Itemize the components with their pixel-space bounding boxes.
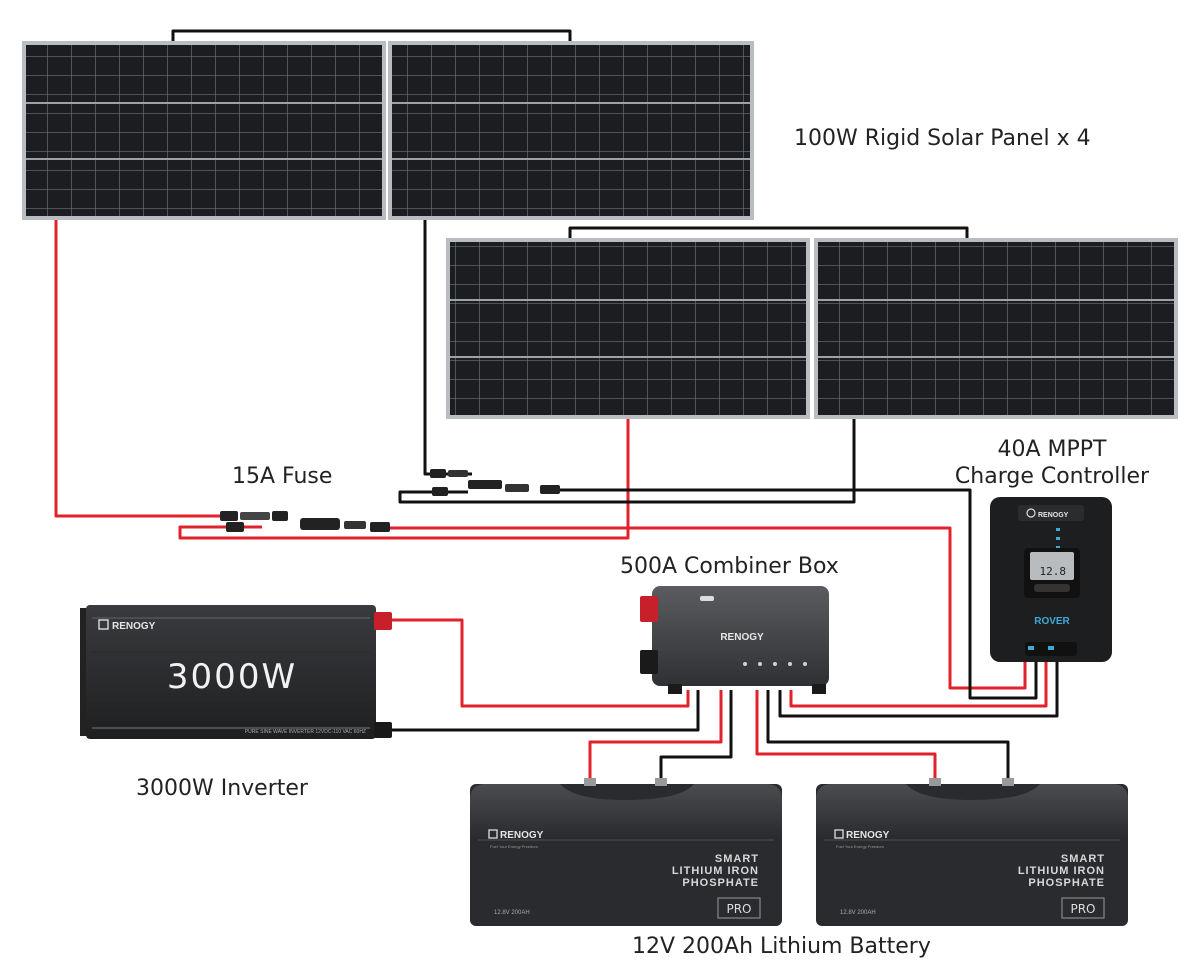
controller-model: ROVER — [1034, 616, 1070, 627]
battery1-spec: 12.8V 200AH — [494, 910, 530, 916]
solar-panel-4 — [814, 238, 1178, 419]
combiner-box-label: 500A Combiner Box — [620, 554, 839, 579]
controller-brand: RENOGY — [1038, 512, 1069, 519]
inverter-negative-wire — [390, 690, 700, 732]
pv-positive-to-controller — [390, 526, 1027, 690]
battery-1 — [470, 778, 782, 926]
battery2-badge: PRO — [1070, 902, 1095, 916]
panel-series-link-bottom — [568, 226, 969, 238]
battery1-brand: RENOGY — [500, 830, 544, 841]
charge-controller-label-line1: 40A MPPT — [997, 437, 1107, 462]
battery2-positive-wire — [755, 690, 937, 782]
pv-negative-to-controller — [560, 488, 1038, 700]
battery2-line2: LITHIUM IRON — [1018, 865, 1105, 877]
inverter-brand: RENOGY — [112, 621, 156, 632]
inverter-rating: 3000W — [167, 657, 297, 697]
battery2-tagline: Fuel Your Energy Freedom — [836, 844, 884, 849]
battery1-badge: PRO — [726, 902, 751, 916]
inverter — [80, 605, 392, 739]
mc4-connectors-negative — [430, 469, 560, 496]
solar-panel-3 — [446, 238, 810, 419]
controller-negative-to-combiner — [778, 656, 1059, 718]
combiner-brand: RENOGY — [720, 632, 764, 643]
battery1-line2: LITHIUM IRON — [672, 865, 759, 877]
fuse-label: 15A Fuse — [232, 464, 333, 489]
battery1-positive-wire — [588, 690, 723, 782]
battery2-spec: 12.8V 200AH — [840, 910, 876, 916]
array2-negative-wire — [398, 419, 856, 504]
battery1-tagline: Fuel Your Energy Freedom — [490, 844, 538, 849]
battery1-negative-wire — [659, 690, 733, 782]
inverter-positive-wire — [390, 618, 690, 708]
battery2-brand: RENOGY — [846, 830, 890, 841]
array1-positive-wire — [54, 220, 232, 518]
fuse-assembly — [220, 511, 390, 532]
battery-2 — [816, 778, 1128, 926]
panel-series-link-top — [171, 29, 572, 41]
controller-positive-to-combiner — [789, 656, 1048, 708]
solar-panel-2 — [388, 41, 754, 220]
charge-controller-label: 40A MPPT Charge Controller — [934, 436, 1170, 490]
battery2-line1: SMART — [1061, 853, 1105, 865]
wiring — [54, 29, 1059, 782]
battery-label: 12V 200Ah Lithium Battery — [632, 934, 931, 959]
charge-controller — [990, 497, 1112, 662]
solar-panel-1 — [22, 41, 386, 220]
battery2-line3: PHOSPHATE — [1028, 877, 1105, 889]
battery1-line3: PHOSPHATE — [682, 877, 759, 889]
battery1-line1: SMART — [715, 853, 759, 865]
inverter-fineprint: PURE SINE WAVE INVERTER 12VDC-110 VAC 60… — [245, 729, 366, 735]
combiner-box — [640, 586, 829, 694]
controller-display: 12.8 — [1040, 565, 1067, 578]
solar-panel-label: 100W Rigid Solar Panel x 4 — [794, 126, 1091, 151]
battery2-negative-wire — [766, 690, 1010, 782]
charge-controller-label-line2: Charge Controller — [954, 464, 1150, 489]
inverter-label: 3000W Inverter — [136, 776, 308, 801]
array2-positive-wire — [178, 419, 630, 540]
